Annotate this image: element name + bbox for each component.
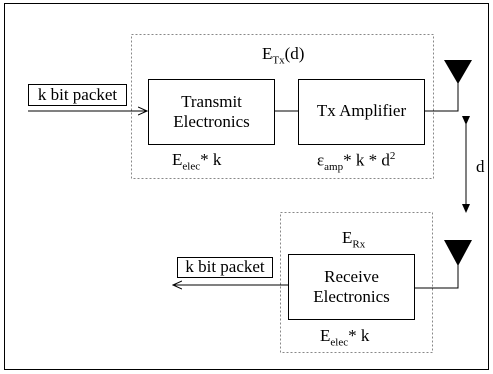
transmit-electronics-box [148,79,275,145]
outer-frame [4,3,489,370]
rx-energy-label: ERx [342,228,366,251]
receiver-region [280,212,433,353]
tx-antenna-icon [444,60,472,84]
input-packet-box [28,84,127,106]
tx-energy-label: ETx(d) [262,44,305,67]
amp-energy-formula: εamp* k * d2 [317,150,396,174]
receive-electronics-box [288,254,415,320]
antenna-to-receiver-link [415,262,459,289]
amplifier-to-antenna-link [425,80,459,112]
output-packet-box [177,257,273,278]
transmit-electronics-label: Transmit Electronics [173,92,250,131]
output-packet-label: k bit packet [185,257,265,276]
tx-amplifier-label: Tx Amplifier [316,101,407,120]
rx-antenna-icon [444,240,472,266]
tx-amplifier-box [298,79,425,145]
receive-electronics-label: Receive Electronics [313,267,390,306]
input-packet-label: k bit packet [37,85,118,104]
tx-elec-energy-formula: Eelec* k [172,150,222,173]
rx-elec-energy-formula: Eelec* k [320,326,370,349]
transmitter-region [131,34,434,179]
distance-label: d [476,157,485,176]
